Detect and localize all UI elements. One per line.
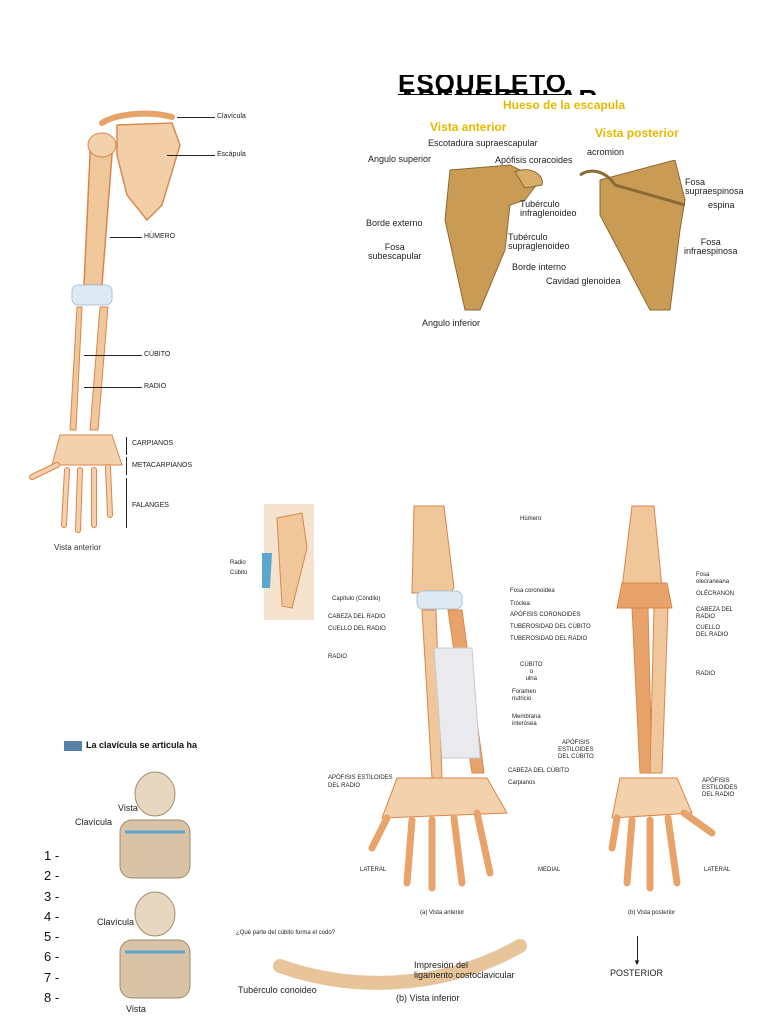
leader-line — [110, 237, 142, 238]
label-fosa-supraespinosa: Fosa supraespinosa — [685, 177, 744, 196]
label-espina: espina — [708, 200, 735, 210]
bracket — [126, 478, 127, 528]
label-carpianos-center: Carpianos — [508, 780, 536, 786]
leader-line — [177, 117, 215, 118]
label-clavicula: Clavícula — [217, 113, 246, 120]
label-cabeza-radio-left: CABEZA DEL RADIO — [328, 614, 386, 620]
list-item: 8 - — [44, 990, 60, 1006]
label-clavicula-top: Clavícula — [75, 817, 113, 827]
label-tuberculo-supra: Tubérculo supraglenoideo — [508, 232, 570, 251]
leader-line — [167, 155, 215, 156]
list-item: 5 - — [44, 929, 60, 945]
view-anterior-heading: Vista anterior — [430, 120, 507, 134]
caption-vista-posterior: (b) Vista posterior — [628, 910, 676, 916]
arm-skeleton-panel: Clavícula Escápula HÚMERO CÚBITO RADIO C… — [22, 85, 262, 555]
label-impresion: Impresión del ligamento costoclavicular — [414, 960, 515, 980]
label-apofisis-coracoides: Apófisis coracoides — [495, 155, 573, 165]
inset-label-cubito: Cúbito — [230, 570, 248, 576]
label-apofisis-estiloides-radio-left: APÓFISIS ESTILOIDES DEL RADIO — [328, 775, 393, 789]
view-posterior-heading: Vista posterior — [595, 126, 679, 140]
label-metacarpianos: METACARPIANOS — [132, 462, 193, 469]
label-apofisis-estiloides-cubito: APÓFISIS ESTILOIDES DEL CÚBITO — [558, 740, 594, 760]
label-escapula: Escápula — [217, 151, 246, 158]
label-fosa-infraespinosa: Fosa infraespinosa — [684, 237, 738, 256]
label-foramen: Foramen nutricio — [512, 689, 537, 702]
bracket — [126, 437, 127, 455]
label-lateral-right: LATERAL — [704, 867, 731, 873]
label-tuberosidad-cubito: TUBEROSIDAD DEL CÚBITO — [510, 624, 591, 630]
label-fosa-subescapular: Fosa subescapular — [368, 242, 422, 261]
caption-vista-inferior: (b) Vista inferior — [396, 993, 460, 1003]
label-acromion: acromion — [587, 147, 625, 157]
numbered-list: 1 - 2 - 3 - 4 - 5 - 6 - 7 - 8 - — [44, 846, 59, 1008]
label-fosa-coronoidea: Fosa coronoidea — [510, 588, 555, 594]
label-borde-interno: Borde interno — [512, 262, 567, 272]
label-carpianos: CARPIANOS — [132, 440, 174, 447]
label-apofisis-coronoides: APÓFISIS CORONOIDES — [510, 612, 581, 618]
label-tuberosidad-radio: TUBEROSIDAD DEL RADIO — [510, 636, 588, 642]
label-cabeza-radio-right: CABEZA DEL RADIO — [696, 607, 734, 620]
label-tuberculo-infra: Tubérculo infraglenoideo — [520, 199, 577, 218]
arrow-down-icon: ▼ — [633, 958, 641, 967]
clavicle-inferior-illustration — [273, 939, 527, 990]
caption-vista-anterior: (a) Vista anterior — [420, 910, 465, 916]
label-fosa-olecraneana: Fosa olecraneana — [696, 572, 730, 585]
label-vista-top: Vista — [118, 803, 138, 813]
label-capitulo: Capítulo (Cóndilo) — [332, 596, 381, 602]
label-angulo-superior: Angulo superior — [368, 154, 432, 164]
label-cuello-radio-left: CUELLO DEL RADIO — [328, 626, 386, 632]
forearm-illustration — [262, 504, 716, 892]
label-cubito-ulna: CÚBITO o ulna — [520, 662, 543, 682]
label-falanges: FALANGES — [132, 502, 169, 509]
list-item: 4 - — [44, 908, 60, 924]
label-vista-bottom: Vista — [126, 1004, 146, 1014]
label-cubito: CÚBITO — [144, 351, 171, 358]
label-olecranon: OLÉCRANON — [696, 591, 735, 597]
label-cabeza-cubito: CABEZA DEL CÚBITO — [508, 768, 570, 774]
label-lateral-left: LATERAL — [360, 867, 387, 873]
label-escotadura: Escotadura supraescapular — [428, 138, 538, 148]
inset-label-radio: Radio — [230, 560, 246, 566]
bracket — [126, 457, 127, 475]
arrow-line — [637, 936, 638, 964]
leader-line — [84, 387, 142, 388]
list-item: 2 - — [44, 868, 60, 884]
label-cavidad-glenoidea: Cavidad glenoidea — [546, 276, 621, 286]
label-apofisis-estiloides-radio-right: APÓFISIS ESTILOIDES DEL RADIO — [702, 778, 738, 798]
leader-line — [84, 355, 142, 356]
label-radio-right: RADIO — [696, 671, 716, 677]
label-troclea: Tróclea — [510, 601, 530, 607]
label-cuello-radio-right: CUELLO DEL RADIO — [696, 625, 729, 638]
label-tuberculo-conoideo: Tubérculo conoideo — [238, 985, 317, 995]
thorax-illustrations — [119, 771, 191, 999]
forearm-panel: Radio Cúbito Capítulo (Cóndilo) CABEZA D… — [222, 488, 768, 936]
list-item: 7 - — [44, 969, 60, 985]
label-clavicula-bottom: Clavícula — [97, 917, 135, 927]
scapula-title: ESQUELETO APENDICULAR — [398, 75, 597, 95]
list-item: 3 - — [44, 888, 60, 904]
arm-skeleton-illustration — [29, 110, 181, 533]
label-medial: MEDIAL — [538, 867, 561, 873]
scapula-illustration — [444, 160, 686, 311]
label-borde-externo: Borde externo — [366, 218, 423, 228]
label-radio: RADIO — [144, 383, 167, 390]
label-radio-left: RADIO — [328, 654, 348, 660]
label-humero-center: Húmero — [520, 516, 542, 522]
label-angulo-inferior: Angulo inferior — [422, 318, 481, 328]
list-item: 1 - — [44, 848, 60, 863]
label-posterior: POSTERIOR — [610, 968, 664, 978]
question-text: ¿Qué parte del cúbito forma el codo? — [236, 930, 336, 936]
label-humero: HÚMERO — [144, 233, 176, 240]
clavicle-banner-text: La clavícula se articula ha — [86, 740, 198, 750]
label-membrana: Membrana interósea — [512, 714, 541, 727]
clavicle-banner: La clavícula se articula ha — [64, 740, 197, 751]
arm-caption: Vista anterior — [54, 543, 101, 552]
banner-bar-icon — [64, 740, 82, 751]
scapula-subtitle: Hueso de la escapula — [503, 98, 626, 112]
list-item: 6 - — [44, 949, 60, 965]
